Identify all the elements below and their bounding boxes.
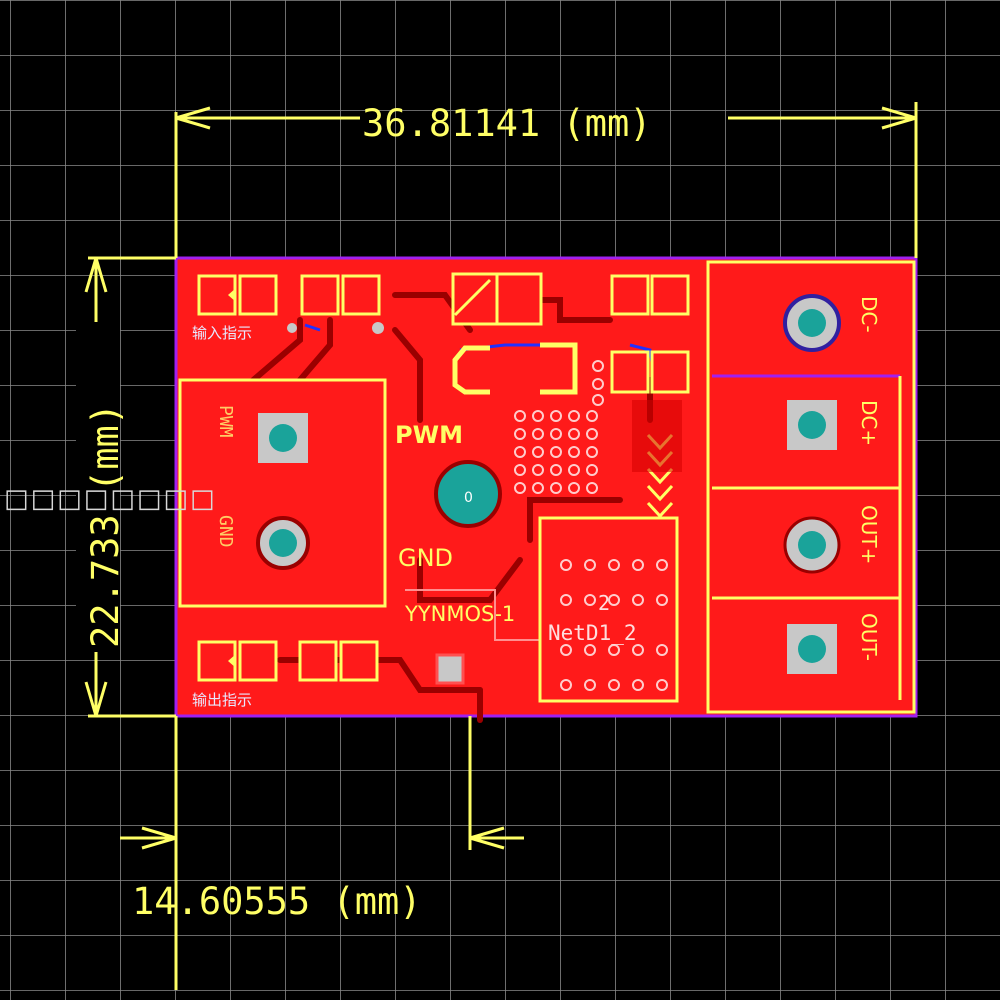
output-resistor-footprint [298,640,379,682]
input-led-pad-right [238,274,278,316]
left-pwm-label: PWM [215,405,236,438]
terminal-label-dc-plus: DC+ [857,400,881,446]
pad-number: 2 [598,591,610,615]
offset-arrow-right [469,826,505,850]
input-resistor-pad-left [300,274,340,316]
large-via [434,460,502,528]
terminal-dc-minus: DC- [783,294,881,352]
input-led-footprint [197,274,278,316]
large-via-number: 0 [464,490,473,506]
small-via-2 [372,322,384,334]
width-dimension-label: 36.81141 (mm) [362,102,652,145]
height-dimension-label: 22.733 (mm) [84,403,127,648]
top-center-pad-2 [495,272,543,326]
gnd-label: GND [398,544,453,572]
output-led-pad-right [238,640,278,682]
input-indicator-label: 输入指示 [192,324,252,342]
capacitor-outline [540,342,578,395]
left-gnd-label: GND [215,515,236,548]
top-right-pad-2 [650,274,690,316]
output-led-footprint [197,640,278,682]
capacitor-pad-right [610,350,650,394]
overlay-glyph-boxes: □□□□□□□□ [4,484,217,514]
input-resistor-pad-right [341,274,381,316]
led-polarity-mark [228,288,236,302]
top-center-diag [453,278,492,317]
drain-via-array [560,559,668,691]
width-dimension [174,102,918,258]
height-arrow-top [84,257,108,293]
terminal-via [798,531,826,559]
offset-dimension [120,716,524,990]
net-label: NetD1_2 [548,621,637,645]
capacitor-polarity-outline [452,345,490,395]
small-via-1 [287,323,297,333]
terminal-label-dc-minus: DC- [857,296,881,333]
terminal-out-plus: OUT+ [783,505,881,574]
pwm-label: PWM [395,421,463,449]
terminal-dc-plus: DC+ [787,400,881,450]
small-smd [435,653,465,685]
terminal-out-minus: OUT- [787,613,881,674]
mosfet-via-array [514,360,604,494]
terminal-via [798,411,826,439]
height-arrow-bottom [84,681,108,717]
terminal-via [798,309,826,337]
part-designator: YYNMOS-1 [404,602,515,626]
output-indicator-label: 输出指示 [192,691,252,709]
pcb-board: PWM GND 输入指示 输出指示 [174,256,918,723]
output-resistor-pad-left [298,640,338,682]
led-polarity-mark [228,654,236,668]
offset-arrow-left [141,826,177,850]
input-resistor-footprint [300,274,381,316]
mosfet-drain-pad [538,516,679,703]
width-arrow-left [175,106,211,130]
top-right-pad-1 [610,274,650,316]
terminal-via [798,635,826,663]
pwm-pad-via [269,424,297,452]
offset-dimension-label: 14.60555 (mm) [132,880,422,923]
part-outline [405,589,540,641]
terminal-label-out-plus: OUT+ [857,505,881,564]
width-arrow-right [881,106,917,130]
capacitor-pad-right-2 [650,350,690,394]
height-label-backdrop [76,322,120,652]
terminal-label-out-minus: OUT- [857,613,881,661]
diode-body [632,400,682,472]
gnd-pad-via [269,529,297,557]
output-resistor-pad-right [339,640,379,682]
